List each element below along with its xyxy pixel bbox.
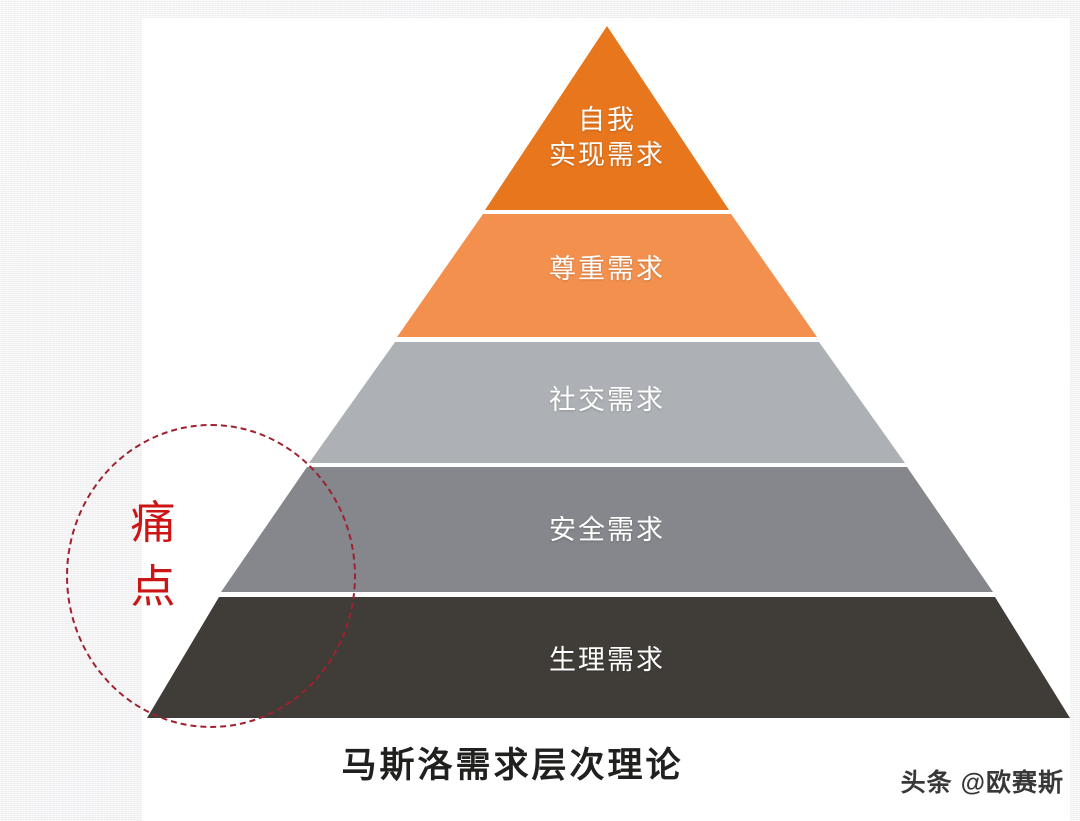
pyramid-tier-1-label: 自我 实现需求: [549, 105, 665, 170]
pyramid-tier-3-label: 社交需求: [549, 385, 665, 415]
pyramid-tier-2-label: 尊重需求: [549, 254, 665, 284]
diagram-caption: 马斯洛需求层次理论: [0, 737, 1080, 788]
pyramid-tier-4-label: 安全需求: [549, 515, 665, 545]
diagram-caption-text: 马斯洛需求层次理论: [341, 746, 684, 785]
pyramid-tier-5-label: 生理需求: [549, 645, 665, 675]
watermark-text: 头条 @欧赛斯: [900, 769, 1064, 797]
pain-point-label: 痛 点: [130, 498, 176, 612]
pain-point-highlight-circle: [66, 424, 356, 728]
